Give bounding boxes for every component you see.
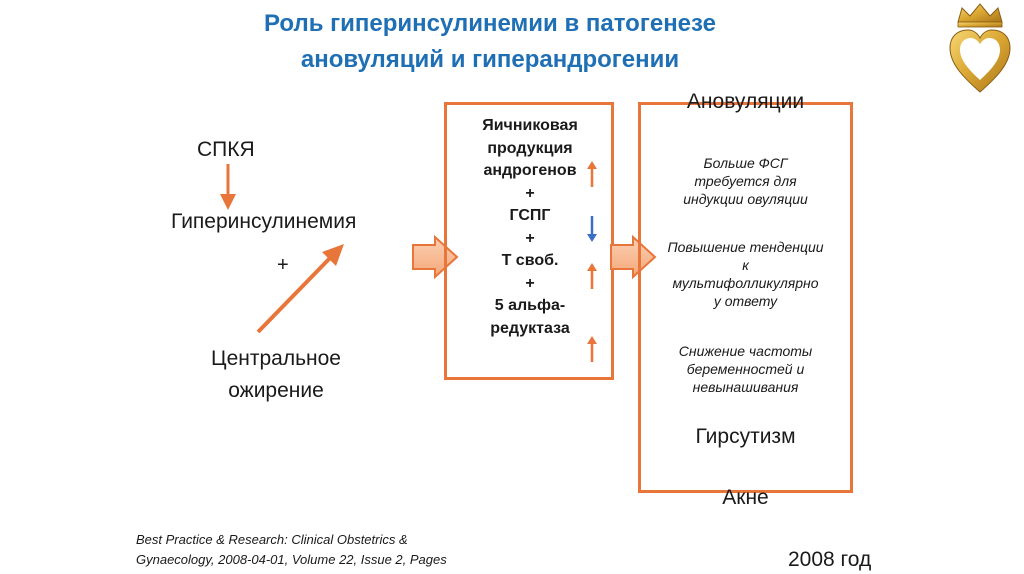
diagonal-up-arrow-icon — [256, 244, 344, 334]
mid-line: продукция — [487, 139, 573, 157]
up-arrow-icon — [587, 336, 597, 362]
mid-line: ГСПГ — [509, 207, 551, 224]
effect-line: Больше ФСГ — [703, 155, 788, 171]
obesity-line-2: ожирение — [228, 379, 324, 402]
mid-line: 5 альфа- — [494, 297, 566, 314]
effect-line: к — [742, 257, 749, 273]
hyperinsulinemia-label: Гиперинсулинемия — [171, 210, 357, 233]
acne-label: Акне — [722, 486, 769, 509]
citation-line-2: Gynaecology, 2008-04-01, Volume 22, Issu… — [136, 552, 447, 567]
year-label: 2008 год — [788, 548, 872, 571]
androgen-factors-box — [444, 102, 614, 380]
mid-line: Т своб. — [501, 252, 559, 269]
effect-line: у ответу — [713, 293, 778, 309]
mid-line: + — [525, 274, 535, 292]
citation: Best Practice & Research: Clinical Obste… — [136, 530, 447, 570]
effect-line: индукции овуляции — [683, 191, 808, 207]
effect-multifollicular: Повышение тенденции к мультифолликулярно… — [642, 238, 849, 310]
down-arrow-icon — [220, 164, 236, 210]
androgen-factors-text: Яичниковая продукция андрогенов + ГСПГ +… — [460, 115, 600, 340]
mid-line: редуктаза — [490, 319, 570, 337]
mid-line: Яичниковая — [482, 117, 578, 134]
effect-line: невынашивания — [692, 379, 799, 395]
title-line-2: ановуляций и гиперандрогении — [300, 46, 680, 73]
up-arrow-icon — [587, 263, 597, 289]
effect-pregnancy: Снижение частоты беременностей и невынаш… — [642, 342, 849, 396]
plus-sign: + — [277, 254, 289, 276]
mid-line: + — [525, 184, 535, 202]
obesity-line-1: Центральное — [211, 347, 341, 370]
hirsutism-label: Гирсутизм — [695, 425, 796, 448]
effect-fsh: Больше ФСГ требуется для индукции овуляц… — [642, 154, 849, 208]
mid-line: + — [525, 229, 535, 247]
crowned-heart-logo-icon — [944, 0, 1016, 96]
anovulation-heading: Ановуляции — [686, 90, 805, 113]
slide-title: Роль гиперинсулинемии в патогенезе анову… — [120, 6, 860, 78]
up-arrow-icon — [587, 161, 597, 187]
effect-line: Снижение частоты — [678, 343, 813, 359]
citation-line-1: Best Practice & Research: Clinical Obste… — [136, 532, 408, 547]
pcos-label: СПКЯ — [197, 138, 255, 161]
consequences-box — [638, 102, 853, 493]
central-obesity-label: Центральное ожирение — [186, 343, 366, 407]
effect-line: мультифолликулярно — [672, 275, 819, 291]
effect-line: требуется для — [694, 173, 797, 189]
effect-line: беременностей и — [686, 361, 805, 377]
down-arrow-icon — [587, 216, 597, 242]
effect-line: Повышение тенденции — [667, 239, 824, 255]
mid-line: андрогенов — [483, 162, 577, 179]
block-arrow-right-icon — [610, 234, 657, 280]
title-line-1: Роль гиперинсулинемии в патогенезе — [264, 10, 716, 37]
